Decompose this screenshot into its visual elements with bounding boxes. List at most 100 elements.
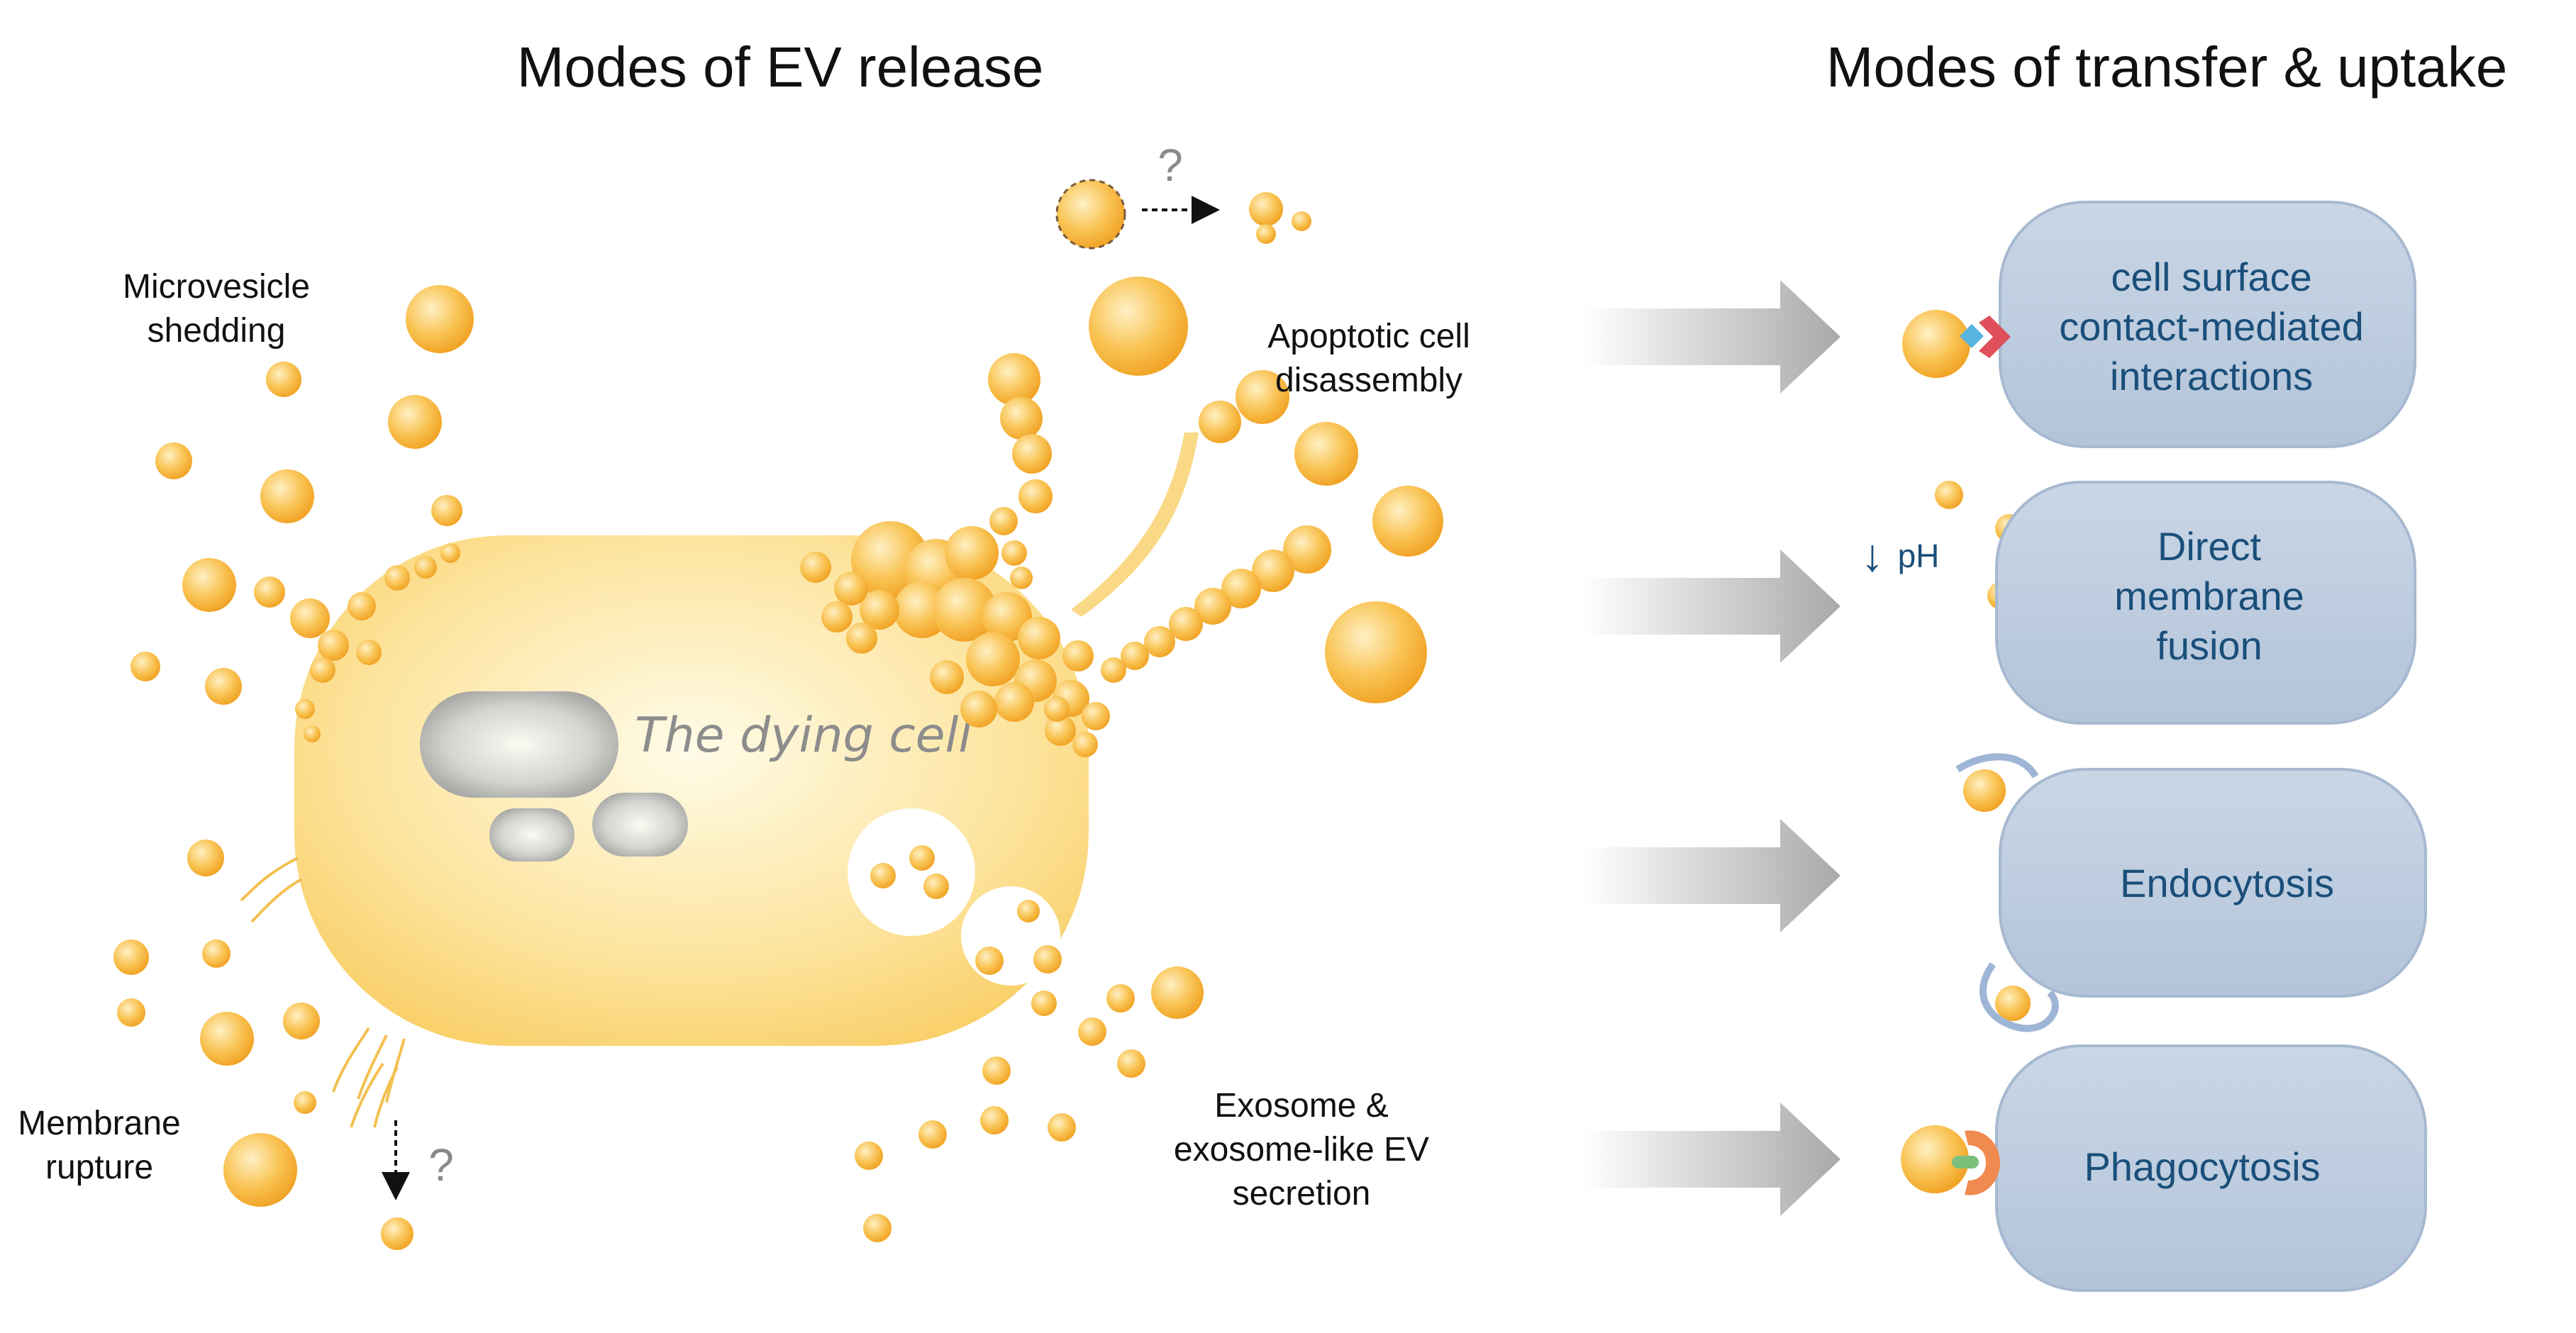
vesicle xyxy=(1101,657,1126,683)
vesicle xyxy=(1256,224,1276,244)
nucleus-fragment-large xyxy=(420,691,618,798)
label-microvesicle-line1: Microvesicle xyxy=(123,268,310,306)
ph-label: pH xyxy=(1898,537,1940,574)
vesicle xyxy=(918,1120,947,1149)
vesicle xyxy=(1169,607,1203,641)
vesicle xyxy=(1963,769,2006,812)
receptor-icon xyxy=(1979,316,2011,358)
transfer-arrow-2 xyxy=(1582,550,1841,663)
endocytic-pit-bottom xyxy=(1979,962,2059,1032)
vesicle xyxy=(294,1091,316,1114)
vesicle xyxy=(870,863,896,888)
vesicle xyxy=(1017,900,1040,922)
vesicle xyxy=(1106,984,1135,1013)
transfer-arrow-1 xyxy=(1582,280,1841,394)
vesicle xyxy=(945,526,999,580)
uptake-box-fusion: Direct membrane fusion ↓ pH xyxy=(1861,481,2416,725)
vesicle xyxy=(295,699,315,719)
vesicle xyxy=(1078,1017,1106,1046)
vesicle xyxy=(1144,626,1175,657)
vesicle xyxy=(988,353,1040,406)
question-mark-top: ? xyxy=(1157,140,1183,191)
vesicle xyxy=(1902,310,1970,378)
vesicle xyxy=(1082,702,1110,730)
vesicle xyxy=(855,1142,883,1170)
uptake-box-3 xyxy=(1999,768,2427,998)
label-apoptotic-line2: disassembly xyxy=(1275,362,1462,399)
vesicle xyxy=(909,845,935,871)
vesicle xyxy=(440,543,460,563)
vesicle xyxy=(1048,1113,1076,1142)
ph-down-arrow: ↓ xyxy=(1861,530,1884,581)
vesicle xyxy=(182,558,236,612)
vesicle xyxy=(1044,696,1070,722)
vesicle xyxy=(960,691,997,727)
vesicle xyxy=(310,657,335,683)
uptake-1-line3: interactions xyxy=(2110,354,2313,398)
label-apoptotic-line1: Apoptotic cell xyxy=(1267,318,1470,355)
uptake-heading: Modes of transfer & uptake xyxy=(1826,35,2508,99)
vesicle xyxy=(117,998,145,1027)
release-heading: Modes of EV release xyxy=(517,35,1044,99)
uptake-1-line1: cell surface xyxy=(2111,255,2311,299)
vesicle xyxy=(1045,715,1076,746)
vesicle xyxy=(863,1214,892,1242)
apoptotic-tether xyxy=(1071,433,1199,617)
uptake-4-label: Phagocytosis xyxy=(2084,1144,2320,1189)
label-exosome-line3: secretion xyxy=(1233,1175,1371,1212)
vesicle xyxy=(1033,945,1062,974)
vesicle xyxy=(304,725,321,742)
vesicle xyxy=(260,469,314,523)
vesicle-group xyxy=(113,192,2031,1250)
uptake-box-phagocytosis: Phagocytosis xyxy=(1952,1044,2427,1292)
label-apoptotic-disassembly: Apoptotic cell disassembly xyxy=(1267,318,1470,399)
vesicle xyxy=(800,552,831,583)
vesicle xyxy=(980,1106,1009,1134)
vesicle xyxy=(1072,732,1098,757)
vesicle xyxy=(431,495,462,526)
label-exosome-secretion: Exosome & exosome-like EV secretion xyxy=(1174,1087,1429,1212)
vesicle xyxy=(982,1056,1011,1085)
vesicle xyxy=(834,571,868,606)
multivesicular-body xyxy=(848,808,975,936)
vesicle xyxy=(966,632,1020,686)
vesicle xyxy=(1012,434,1052,474)
vesicle xyxy=(254,576,285,608)
vesicle xyxy=(155,442,192,479)
uptake-box-contact: cell surface contact-mediated interactio… xyxy=(1960,201,2416,448)
vesicle xyxy=(1252,550,1294,592)
uptake-3-label: Endocytosis xyxy=(2120,861,2334,905)
label-microvesicle-shedding: Microvesicle shedding xyxy=(123,268,310,350)
vesicle xyxy=(846,623,877,654)
rupture-fringes xyxy=(240,857,406,1128)
vesicle xyxy=(1121,642,1149,670)
vesicle xyxy=(1199,401,1241,443)
vesicle xyxy=(388,395,442,449)
vesicle xyxy=(1018,617,1060,659)
vesicle xyxy=(1001,540,1027,566)
vesicle xyxy=(994,682,1034,722)
vesicle xyxy=(860,590,899,630)
vesicle xyxy=(1018,479,1053,513)
vesicle xyxy=(1031,991,1057,1016)
vesicle xyxy=(989,507,1018,535)
dashed-vesicle xyxy=(1055,179,1126,250)
vesicle xyxy=(1151,966,1204,1019)
vesicle xyxy=(1062,640,1094,671)
vesicle xyxy=(414,556,437,579)
vesicle xyxy=(131,652,160,681)
vesicle xyxy=(113,939,149,975)
vesicle xyxy=(982,592,1032,642)
uncertain-release-bottom: ? xyxy=(382,1120,454,1200)
vesicle xyxy=(930,660,964,694)
vesicle xyxy=(406,285,474,353)
vesicle xyxy=(933,578,996,642)
uptake-box-2 xyxy=(1995,481,2416,725)
uptake-2-line3: fusion xyxy=(2156,623,2262,668)
vesicle xyxy=(356,640,382,665)
uptake-2-line1: Direct xyxy=(2158,524,2262,569)
vesicle xyxy=(348,592,376,620)
vesicle xyxy=(1325,601,1427,703)
phagocytic-cup-icon xyxy=(1965,1130,2000,1195)
vesicle xyxy=(202,939,231,968)
